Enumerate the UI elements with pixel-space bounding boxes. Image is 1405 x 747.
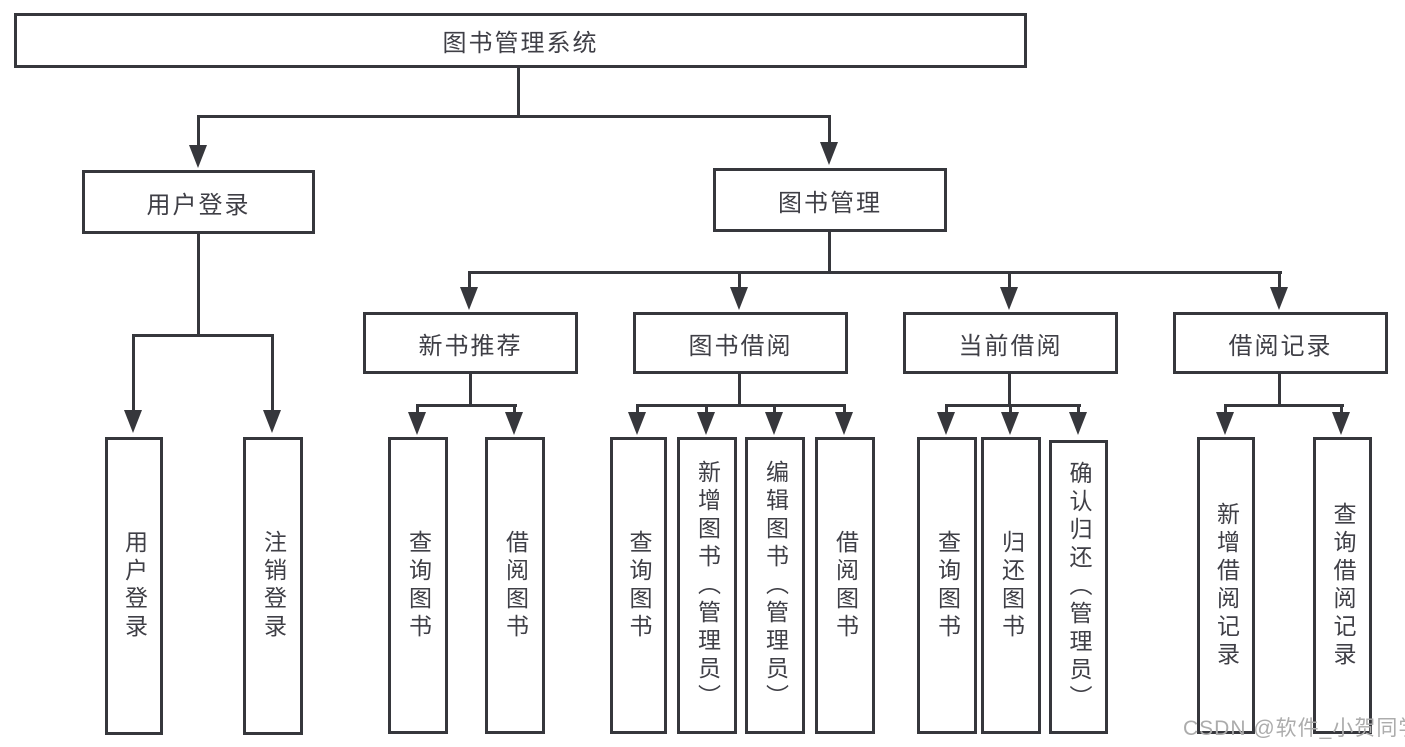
connector-line [946, 404, 1081, 407]
arrow-down-icon [263, 410, 281, 433]
arrow-down-icon [1216, 412, 1234, 435]
arrow-down-icon [408, 412, 426, 435]
arrow-down-icon [460, 287, 478, 310]
arrow-down-icon [697, 412, 715, 435]
connector-line [1278, 374, 1281, 407]
arrow-down-icon [124, 410, 142, 433]
leaf-return-books: 归还图书 [981, 437, 1041, 734]
connector-line [417, 404, 517, 407]
leaf-borrow-books-1: 借阅图书 [485, 437, 545, 734]
node-borrowing-records: 借阅记录 [1173, 312, 1388, 374]
connector-line [468, 271, 471, 289]
connector-line [1008, 374, 1011, 407]
node-current-borrowing: 当前借阅 [903, 312, 1118, 374]
connector-line [132, 334, 135, 412]
connector-line [197, 115, 831, 118]
connector-line [738, 271, 741, 289]
watermark: CSDN @软件_小贺同学 [1183, 717, 1405, 740]
leaf-query-borrow-record: 查询借阅记录 [1313, 437, 1372, 734]
arrow-down-icon [1000, 287, 1018, 310]
arrow-down-icon [1332, 412, 1350, 435]
arrow-down-icon [1001, 412, 1019, 435]
leaf-add-borrow-record: 新增借阅记录 [1197, 437, 1255, 734]
connector-line [197, 115, 200, 147]
connector-line [1278, 271, 1281, 289]
connector-line [738, 374, 741, 407]
connector-line [133, 334, 274, 337]
arrow-down-icon [835, 412, 853, 435]
arrow-down-icon [1270, 287, 1288, 310]
node-new-book-recommendation: 新书推荐 [363, 312, 578, 374]
leaf-query-books-2: 查询图书 [610, 437, 667, 734]
connector-line [705, 404, 708, 414]
arrow-down-icon [1069, 412, 1087, 435]
connector-line [271, 334, 274, 412]
connector-line [1077, 404, 1080, 414]
connector-line [636, 404, 639, 414]
arrow-down-icon [628, 412, 646, 435]
leaf-confirm-return-admin: 确认归还（管理员） [1049, 440, 1108, 734]
connector-line [1225, 404, 1344, 407]
connector-line [416, 404, 419, 414]
leaf-borrow-books-2: 借阅图书 [815, 437, 875, 734]
node-book-borrowing: 图书借阅 [633, 312, 848, 374]
connector-line [469, 271, 1282, 274]
node-book-management: 图书管理 [713, 168, 947, 232]
leaf-query-books-3: 查询图书 [917, 437, 977, 734]
connector-line [828, 232, 831, 274]
connector-line [517, 68, 520, 117]
arrow-down-icon [820, 142, 838, 165]
arrow-down-icon [730, 287, 748, 310]
connector-line [637, 404, 846, 407]
connector-line [843, 404, 846, 414]
leaf-edit-books-admin: 编辑图书（管理员） [745, 437, 805, 734]
leaf-query-books-1: 查询图书 [388, 437, 448, 734]
connector-line [773, 404, 776, 414]
connector-line [1008, 271, 1011, 289]
connector-line [469, 374, 472, 407]
leaf-logout: 注销登录 [243, 437, 303, 735]
connector-line [1009, 404, 1012, 414]
leaf-user-login: 用户登录 [105, 437, 163, 735]
leaf-add-books-admin: 新增图书（管理员） [677, 437, 737, 734]
connector-line [197, 234, 200, 337]
connector-line [1224, 404, 1227, 414]
node-user-login: 用户登录 [82, 170, 315, 234]
arrow-down-icon [765, 412, 783, 435]
connector-line [945, 404, 948, 414]
arrow-down-icon [505, 412, 523, 435]
arrow-down-icon [937, 412, 955, 435]
connector-line [513, 404, 516, 414]
connector-line [828, 115, 831, 144]
arrow-down-icon [189, 145, 207, 168]
connector-line [1340, 404, 1343, 414]
node-library-management-system: 图书管理系统 [14, 13, 1027, 68]
